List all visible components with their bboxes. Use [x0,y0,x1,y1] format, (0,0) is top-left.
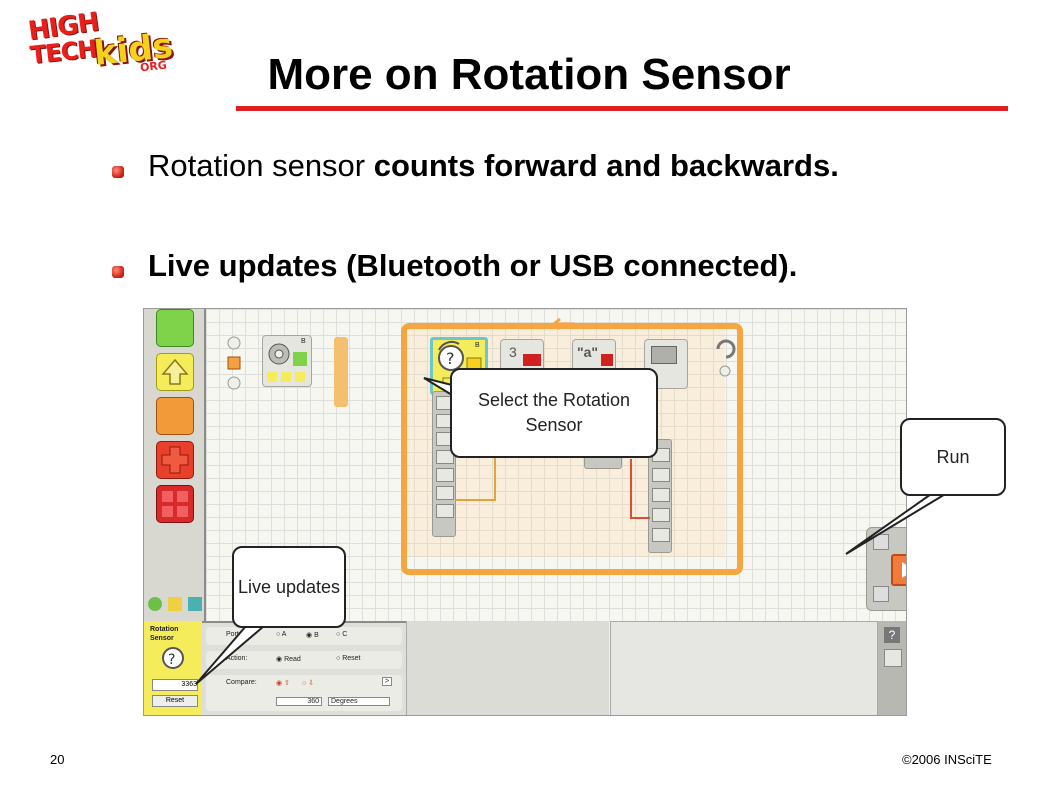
palette-sensor-icon[interactable] [156,397,194,435]
palette-action-icon[interactable] [156,353,194,391]
page-number: 20 [50,752,65,767]
rotation-port-label: B [475,342,480,349]
reset-button[interactable]: Reset [152,695,198,707]
palette-common-icon[interactable] [156,309,194,347]
start-point-icon [227,336,241,390]
action-label: Action: [226,655,248,662]
compare-backward-radio[interactable]: ○ ⇩ [302,680,315,687]
grid-icon [162,491,188,517]
help-icon[interactable]: ? [884,627,900,643]
motor-block[interactable]: B [262,335,312,387]
program-canvas[interactable]: B ? B 3 "a" [206,309,906,621]
data-plug[interactable] [436,468,454,482]
bullet-icon [112,266,124,278]
loop-block[interactable] [401,323,743,575]
port-c-radio[interactable]: ○ C [336,631,348,638]
zoom-icon[interactable] [884,649,902,667]
config-empty-area [406,621,609,715]
palette-data-icon[interactable] [156,485,194,523]
palette-tab-custom-icon[interactable] [188,597,202,611]
data-plug[interactable] [436,450,454,464]
loop-entry-beam [334,337,348,407]
copyright: ©2006 INSciTE [902,752,992,767]
data-wire [630,517,650,519]
help-buttons: ? [878,621,906,715]
action-read-label: Read [284,656,301,663]
callout-run: Run [900,418,1006,496]
port-a-label: A [281,631,287,638]
data-plug[interactable] [436,504,454,518]
data-red-plug [523,354,541,366]
palette-flow-icon[interactable] [156,441,194,479]
port-b-label: B [314,632,319,639]
data-plug[interactable] [652,468,670,482]
data-wire [456,499,496,501]
bullet-1: Rotation sensor counts forward and backw… [148,148,848,184]
bullet-1-normal: Rotation sensor [148,148,374,183]
loop-arrow-icon [553,317,574,331]
config-title: Rotation Sensor [150,626,179,642]
data-red-plug [601,354,613,366]
callout-select-rotation: Select the Rotation Sensor [450,368,658,458]
block-palette [144,309,206,621]
compare-row: Compare: ◉ ⇧ ○ ⇩ > 360 Degrees [206,675,402,711]
number-to-text-label: 3 [509,344,517,360]
controller-pad [866,527,906,611]
gear-icon [267,343,307,382]
data-plug[interactable] [436,486,454,500]
rotation-data-hub[interactable] [432,391,456,537]
data-plug[interactable] [652,488,670,502]
action-reset-label: Reset [342,655,361,662]
title-underline [236,106,1008,111]
port-a-radio[interactable]: ○ A [276,631,287,638]
action-reset-radio[interactable]: ○ Reset [336,655,361,662]
svg-text:?: ? [446,349,455,368]
motor-port-label: B [301,338,306,345]
port-label: Port: [226,631,241,638]
nxt-window-icon[interactable] [873,534,889,550]
nxt-software-screenshot: B ? B 3 "a" [143,308,907,716]
bullet-2-bold: Live updates (Bluetooth or USB connected… [148,248,798,283]
palette-tab-complete-icon[interactable] [168,597,182,611]
compare-unit-select[interactable]: Degrees [328,697,390,706]
help-panel [610,621,878,715]
data-plug[interactable] [652,528,670,542]
compare-operator-select[interactable]: > [382,677,393,686]
display-screen-icon [651,346,677,364]
action-read-radio[interactable]: ◉ Read [276,656,301,663]
action-row: Action: ◉ Read ○ Reset [206,651,402,669]
text-block-label: "a" [577,344,599,360]
svg-text:?: ? [168,652,175,668]
bullet-1-bold: counts forward and backwards. [373,148,839,183]
slide-title: More on Rotation Sensor [267,50,791,99]
cross-icon [161,446,189,474]
bullet-icon [112,166,124,178]
compare-label: Compare: [226,679,257,686]
download-icon[interactable] [873,586,889,602]
rotation-sensor-icon: ? [162,647,184,669]
play-icon [902,562,906,578]
port-b-radio[interactable]: ◉ B [306,632,319,639]
live-value-readout: 3363 [152,679,198,691]
compare-forward-radio[interactable]: ◉ ⇧ [276,680,290,687]
config-block-preview: Rotation Sensor ? 3363 Reset [144,621,202,715]
compare-value-input[interactable]: 360 [276,697,322,706]
palette-tab-common-icon[interactable] [148,597,162,611]
bullet-2: Live updates (Bluetooth or USB connected… [148,248,998,284]
callout-live-updates: Live updates [232,546,346,628]
arrow-up-icon [161,358,189,385]
config-options: Port: ○ A ◉ B ○ C Action: ◉ Read ○ Reset… [204,621,404,715]
data-wire [630,459,632,519]
port-c-label: C [342,631,348,638]
run-button[interactable] [891,554,906,586]
data-plug[interactable] [652,508,670,522]
loop-repeat-icon [716,339,736,377]
